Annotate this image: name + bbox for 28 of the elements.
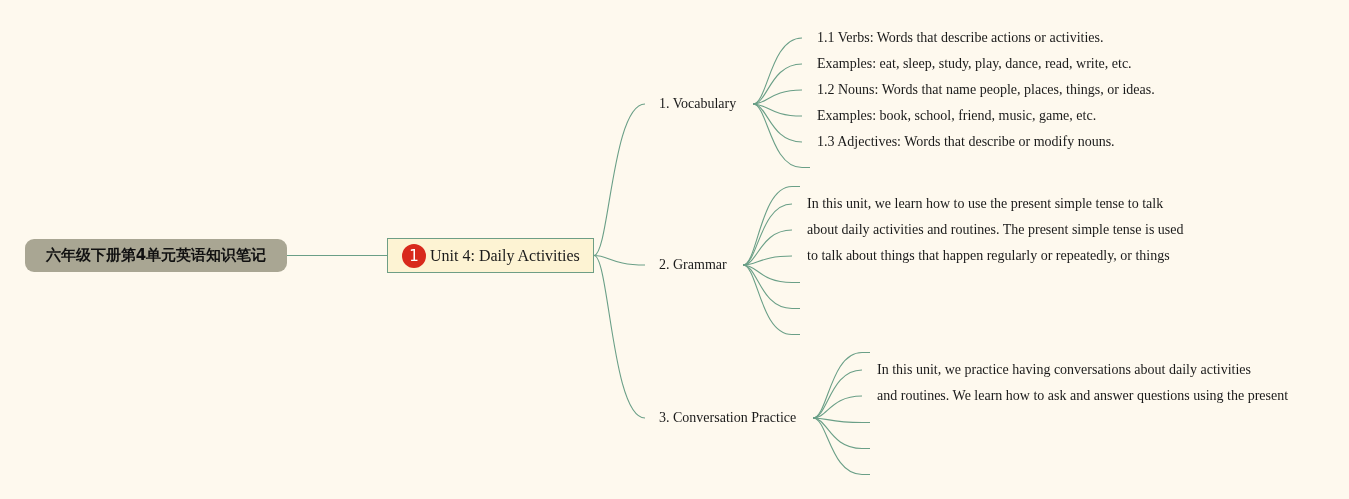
root-topic-box: [25, 239, 287, 272]
topic-text: about daily activities and routines. The present simple tense is used: [807, 222, 1184, 238]
topic-text: to talk about things that happen regularly or repeatedly, or things: [807, 248, 1170, 264]
topic-text: Unit 4: Daily Activities: [430, 246, 580, 265]
topic-text: 2. Grammar: [659, 257, 727, 273]
topic-text: 3. Conversation Practice: [659, 410, 797, 426]
topic-text: 1. Vocabulary: [659, 96, 737, 112]
topic-text: Examples: book, school, friend, music, game, etc.: [817, 108, 1097, 124]
topic-text: In this unit, we practice having conversations about daily activities: [877, 362, 1251, 378]
topic-text: and routines. We learn how to ask and answer questions using the present: [877, 388, 1289, 404]
topic-text: Examples: eat, sleep, study, play, dance, read, write, etc.: [817, 56, 1132, 72]
connector-line: [593, 254, 646, 419]
connector-line: [752, 103, 803, 169]
connector-line: [752, 37, 803, 105]
connector-line: [286, 254, 388, 257]
topic-text: 1.3 Adjectives: Words that describe or modify nouns.: [817, 134, 1115, 150]
priority-badge: 1: [402, 243, 426, 268]
connector-line: [742, 185, 793, 266]
topic-text: In this unit, we learn how to use the present simple tense to talk: [807, 196, 1164, 212]
connector-line: [812, 417, 863, 476]
connector-line: [593, 103, 646, 257]
topic-text: 六年级下册第4单元英语知识笔记: [45, 246, 267, 265]
connector-line: [812, 351, 863, 419]
connector-line: [593, 254, 646, 266]
topic-text: 1.2 Nouns: Words that name people, places, things, or ideas.: [817, 82, 1155, 98]
central-topic-box: [387, 238, 594, 273]
connector-line: [742, 264, 793, 336]
topic-text: 1.1 Verbs: Words that describe actions or activities.: [817, 30, 1104, 46]
